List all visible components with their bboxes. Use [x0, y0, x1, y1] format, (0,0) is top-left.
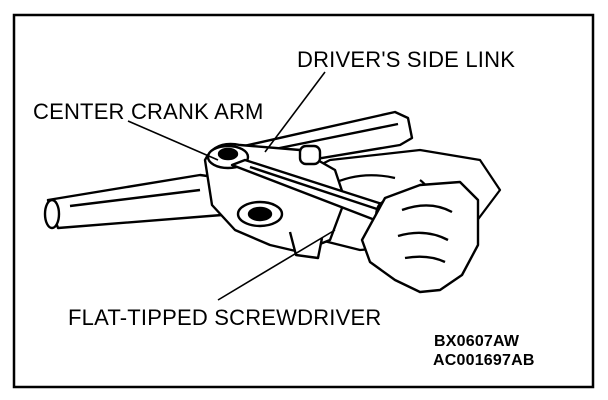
leader-lines	[127, 71, 336, 301]
hand	[360, 180, 480, 294]
reference-code: AC001697AB	[433, 352, 535, 369]
figure-frame	[12, 13, 595, 389]
label-flat-tipped-screwdriver: FLAT-TIPPED SCREWDRIVER	[68, 305, 382, 330]
leader-screwdriver	[217, 229, 336, 301]
label-drivers-side-link: DRIVER'S SIDE LINK	[297, 47, 516, 72]
figure-code: BX0607AW	[434, 333, 520, 350]
label-center-crank-arm: CENTER CRANK ARM	[33, 99, 264, 124]
left-link-rod	[43, 173, 234, 230]
leader-center-crank-arm	[127, 120, 219, 161]
leader-drivers-side-link	[264, 71, 326, 153]
